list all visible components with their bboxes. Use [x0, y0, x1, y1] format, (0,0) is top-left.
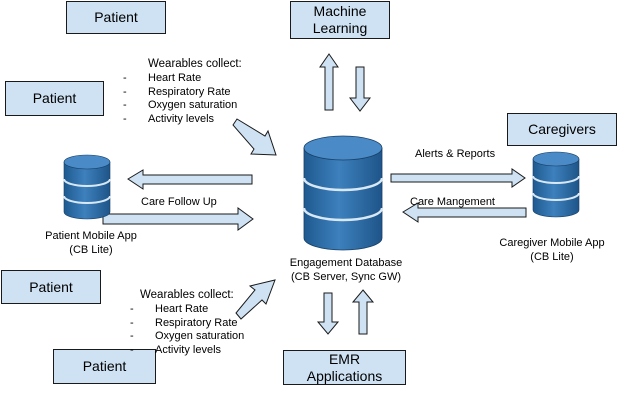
wearables-bottom-item: -Heart Rate	[130, 303, 209, 315]
emr-applications-box: EMR Applications	[283, 350, 406, 385]
arrow-down-to-emr	[316, 292, 340, 335]
machine-learning-box: Machine Learning	[290, 1, 390, 39]
arrow-caregiver-to-db	[402, 202, 527, 223]
wearables-bottom-item: -Oxygen saturation	[130, 330, 245, 343]
patient-box-1: Patient	[66, 1, 166, 34]
patient-app-database-icon	[63, 154, 111, 220]
wearables-top-item: -Heart Rate	[123, 72, 202, 84]
patient-box-3: Patient	[1, 270, 101, 304]
wearables-top-item: -Oxygen saturation	[123, 99, 238, 112]
wearables-bottom-item: -Activity levels	[130, 343, 222, 356]
patient-box-2: Patient	[5, 81, 104, 116]
arrow-wearables-top-to-db	[232, 118, 277, 156]
caregivers-box: Caregivers	[507, 113, 617, 146]
arrow-patient-app-to-db	[102, 207, 254, 231]
alerts-reports-label: Alerts & Reports	[415, 148, 496, 160]
caregiver-app-database-icon	[532, 151, 580, 218]
patient-mobile-app-label: Patient Mobile App (CB Lite)	[45, 230, 137, 256]
care-follow-up-label: Care Follow Up	[141, 196, 217, 208]
wearables-bottom-item: -Respiratory Rate	[130, 316, 238, 329]
arrow-up-from-emr	[351, 289, 375, 335]
wearables-bottom-list: -Heart Rate -Respiratory Rate -Oxygen sa…	[130, 303, 244, 357]
arrow-db-to-patient-app	[127, 169, 253, 190]
arrow-wearables-bottom-to-db	[235, 279, 276, 320]
wearables-bottom-title: Wearables collect:	[140, 289, 234, 301]
patient-box-4: Patient	[53, 349, 156, 384]
engagement-database-icon	[302, 135, 384, 251]
arrow-up-to-ml	[319, 53, 339, 111]
wearables-top-item: -Respiratory Rate	[123, 85, 231, 98]
caregiver-mobile-app-label: Caregiver Mobile App (CB Lite)	[499, 237, 605, 263]
wearables-top-title: Wearables collect:	[148, 58, 242, 70]
wearables-top-item: -Activity levels	[123, 112, 215, 125]
wearables-top-list: -Heart Rate -Respiratory Rate -Oxygen sa…	[123, 72, 237, 126]
arrow-db-to-caregiver	[390, 168, 526, 188]
engagement-database-label: Engagement Database (CB Server, Sync GW)	[289, 257, 403, 283]
arrow-down-from-ml	[348, 66, 372, 112]
care-management-label: Care Mangement	[410, 196, 495, 208]
